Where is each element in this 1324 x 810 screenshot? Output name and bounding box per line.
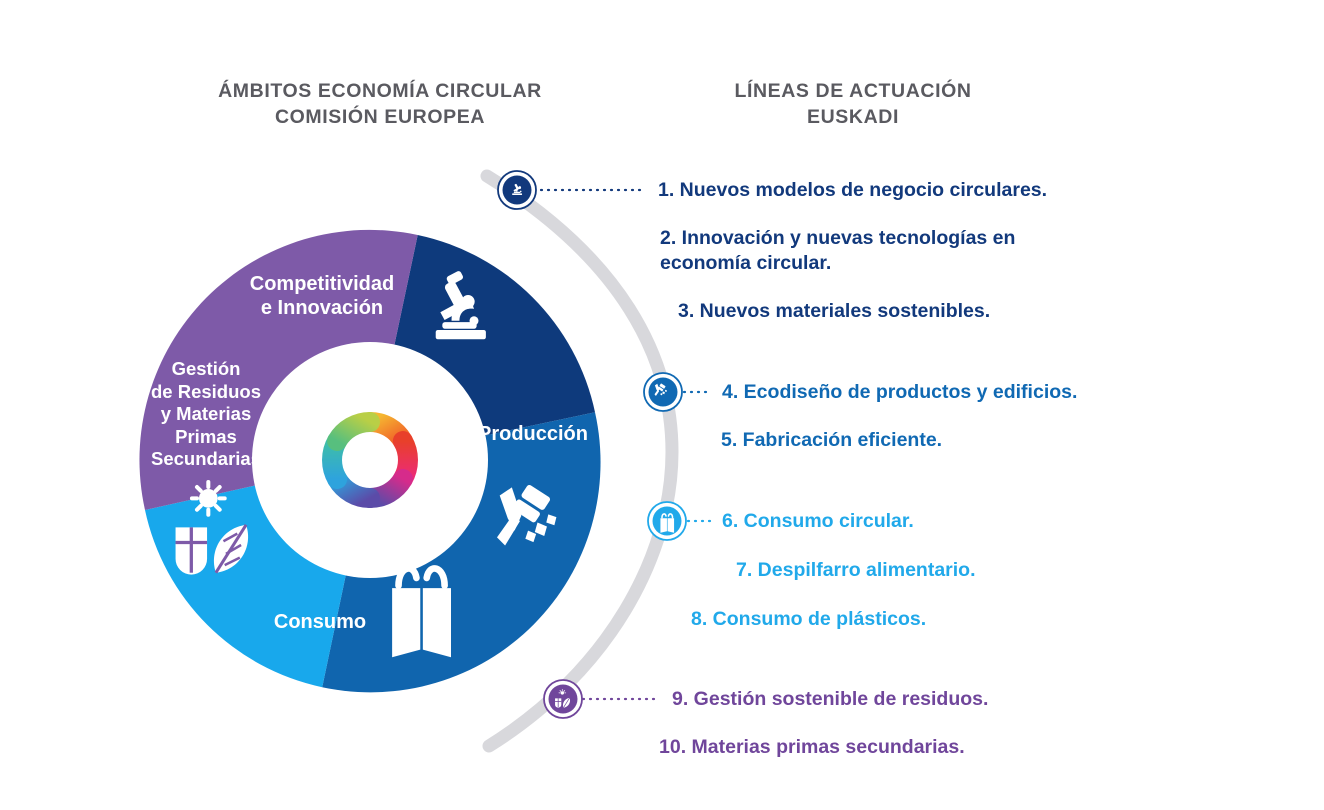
rainbow-ring-icon [322, 412, 418, 508]
badge-consumo[interactable] [647, 501, 687, 541]
microscope-icon [512, 183, 523, 196]
action-item-1[interactable]: 1. Nuevos modelos de negocio circulares. [658, 179, 1048, 201]
hammer-icon [497, 484, 557, 546]
action-item-9[interactable]: 9. Gestión sostenible de residuos. [672, 688, 989, 710]
action-item-4[interactable]: 4. Ecodiseño de productos y edificios. [722, 381, 1078, 403]
left-column-title: ÁMBITOS ECONOMÍA CIRCULAR COMISIÓN EUROP… [170, 78, 590, 130]
hammer-icon [654, 383, 667, 396]
action-item-2[interactable]: 2. Innovación y nuevas tecnologías en ec… [660, 227, 1016, 274]
badge-gestion[interactable] [543, 679, 583, 719]
left-title-line-2: COMISIÓN EUROPEA [274, 106, 486, 128]
plant-sun-icon [175, 479, 249, 575]
shopping-bag-icon [660, 513, 675, 533]
wheel-hub [252, 342, 488, 578]
action-item-10[interactable]: 10. Materias primas secundarias. [659, 736, 965, 758]
circular-economy-wheel [139, 229, 601, 693]
action-item-6[interactable]: 6. Consumo circular. [722, 510, 914, 532]
action-item-8[interactable]: 8. Consumo de plásticos. [691, 608, 927, 630]
shopping-bag-icon [392, 565, 451, 658]
connector-arc [480, 169, 679, 753]
left-title-line-1: ÁMBITOS ECONOMÍA CIRCULAR [218, 80, 542, 102]
microscope-icon [435, 271, 486, 340]
right-title-line-1: LÍNEAS DE ACTUACIÓN [734, 80, 972, 102]
action-item-7[interactable]: 7. Despilfarro alimentario. [736, 559, 976, 581]
right-column-title: LÍNEAS DE ACTUACIÓN EUSKADI [663, 78, 1043, 130]
right-title-line-2: EUSKADI [807, 106, 899, 128]
action-item-3[interactable]: 3. Nuevos materiales sostenibles. [678, 300, 991, 322]
plant-sun-icon [555, 689, 571, 708]
action-item-5[interactable]: 5. Fabricación eficiente. [721, 429, 943, 451]
badge-competitividad[interactable] [497, 170, 537, 210]
badge-produccion[interactable] [643, 372, 683, 412]
